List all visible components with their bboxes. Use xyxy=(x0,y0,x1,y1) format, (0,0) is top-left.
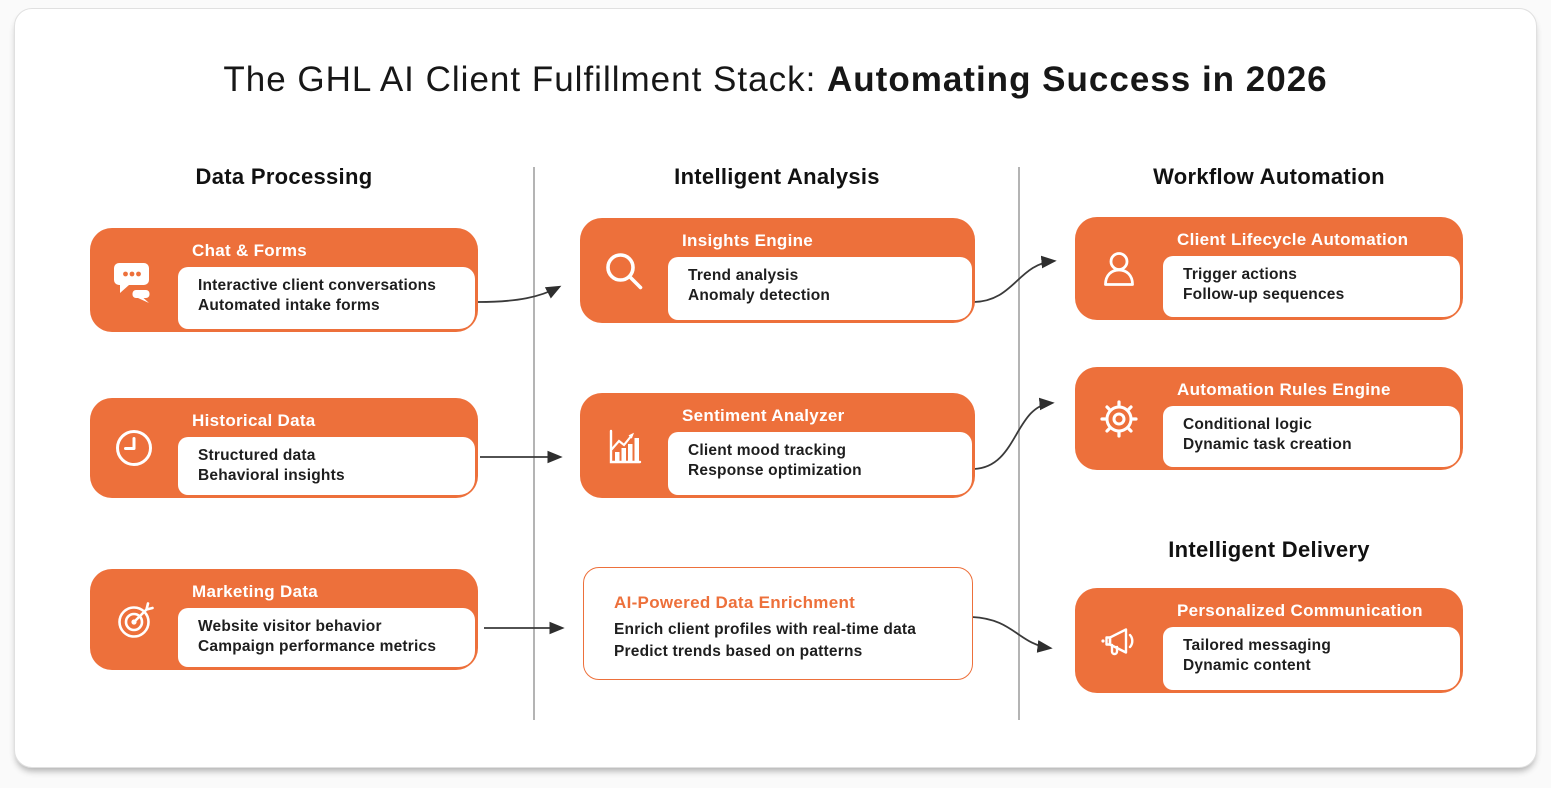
card-body: Website visitor behavior Campaign perfor… xyxy=(178,608,475,667)
card-line: Predict trends based on patterns xyxy=(614,643,863,660)
card-title: Sentiment Analyzer xyxy=(682,406,845,425)
card-title: Personalized Communication xyxy=(1177,601,1423,620)
card-line: Trigger actions xyxy=(1183,266,1298,283)
card-automation-rules-engine: Automation Rules Engine Conditional logi… xyxy=(1075,367,1463,470)
card-title: Historical Data xyxy=(192,411,316,430)
card-historical-data: Historical Data Structured data Behavior… xyxy=(90,398,478,498)
column-divider-left xyxy=(533,167,535,720)
card-body: Tailored messaging Dynamic content xyxy=(1163,627,1460,690)
card-insights-engine: Insights Engine Trend analysis Anomaly d… xyxy=(580,218,975,323)
column-header-data-processing: Data Processing xyxy=(195,164,373,189)
column-header-intelligent-delivery: Intelligent Delivery xyxy=(1168,537,1370,562)
card-body: Trend analysis Anomaly detection xyxy=(668,257,972,320)
card-title: AI-Powered Data Enrichment xyxy=(614,593,856,612)
card-title: Chat & Forms xyxy=(192,241,308,260)
card-body: Trigger actions Follow-up sequences xyxy=(1163,256,1460,317)
column-header-intelligent-analysis: Intelligent Analysis xyxy=(674,164,880,189)
card-line: Response optimization xyxy=(688,462,862,479)
gear-icon xyxy=(1075,367,1163,470)
card-ai-data-enrichment: AI-Powered Data Enrichment Enrich client… xyxy=(583,567,973,680)
search-icon xyxy=(580,218,668,323)
card-line: Dynamic task creation xyxy=(1183,436,1352,453)
page-title: The GHL AI Client Fulfillment Stack: Aut… xyxy=(0,60,1551,100)
column-divider-right xyxy=(1018,167,1020,720)
chat-icon xyxy=(90,228,178,332)
card-line: Interactive client conversations xyxy=(198,277,437,294)
card-line: Behavioral insights xyxy=(198,467,345,484)
megaphone-icon xyxy=(1075,588,1163,693)
card-line: Campaign performance metrics xyxy=(198,638,437,655)
column-header-workflow-automation: Workflow Automation xyxy=(1153,164,1385,189)
card-line: Dynamic content xyxy=(1183,657,1311,674)
page-title-bold: Automating Success in 2026 xyxy=(827,60,1328,99)
card-title: Client Lifecycle Automation xyxy=(1177,230,1409,249)
card-marketing-data: Marketing Data Website visitor behavior … xyxy=(90,569,478,670)
card-line: Structured data xyxy=(198,447,316,464)
card-line: Anomaly detection xyxy=(688,287,831,304)
card-chat-forms: Chat & Forms Interactive client conversa… xyxy=(90,228,478,332)
card-title: Automation Rules Engine xyxy=(1177,380,1391,399)
card-line: Client mood tracking xyxy=(688,442,847,459)
card-body: Structured data Behavioral insights xyxy=(178,437,475,495)
clock-icon xyxy=(90,398,178,498)
card-personalized-communication: Personalized Communication Tailored mess… xyxy=(1075,588,1463,693)
card-title: Marketing Data xyxy=(192,582,319,601)
card-line: Enrich client profiles with real-time da… xyxy=(614,621,917,638)
card-body: Interactive client conversations Automat… xyxy=(178,267,475,329)
bar-chart-icon xyxy=(580,393,668,498)
card-line: Website visitor behavior xyxy=(198,618,382,635)
page-title-normal: The GHL AI Client Fulfillment Stack: xyxy=(223,60,828,99)
card-sentiment-analyzer: Sentiment Analyzer Client mood tracking … xyxy=(580,393,975,498)
card-client-lifecycle-automation: Client Lifecycle Automation Trigger acti… xyxy=(1075,217,1463,320)
card-line: Tailored messaging xyxy=(1183,637,1332,654)
card-line: Conditional logic xyxy=(1183,416,1313,433)
card-line: Follow-up sequences xyxy=(1183,286,1345,303)
card-line: Automated intake forms xyxy=(198,297,380,314)
card-body: Conditional logic Dynamic task creation xyxy=(1163,406,1460,467)
target-icon xyxy=(90,569,178,670)
user-icon xyxy=(1075,217,1163,320)
card-body: Client mood tracking Response optimizati… xyxy=(668,432,972,495)
card-line: Trend analysis xyxy=(688,267,799,284)
card-title: Insights Engine xyxy=(682,231,814,250)
